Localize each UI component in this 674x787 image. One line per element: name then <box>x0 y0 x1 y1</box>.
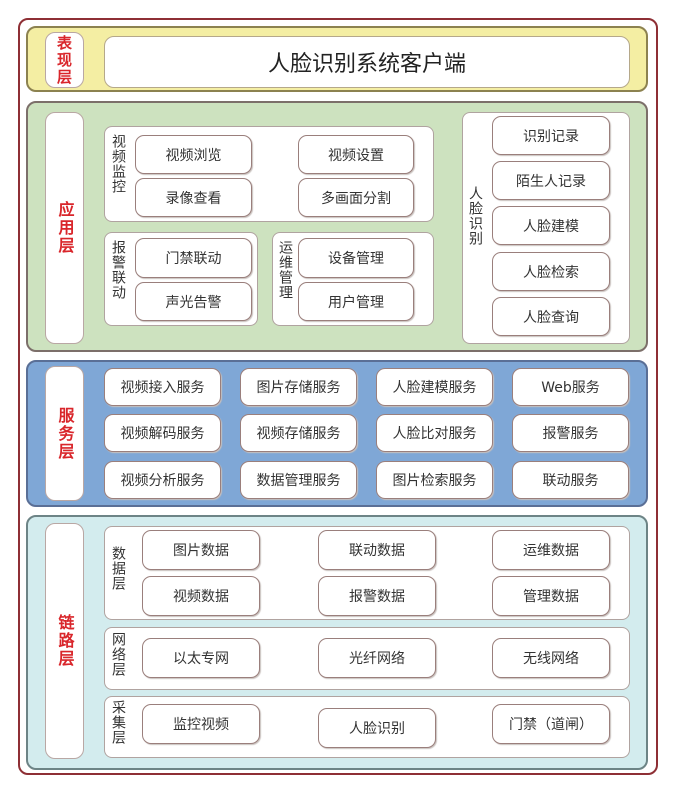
face-modeling-button[interactable]: 人脸建模 <box>492 206 610 245</box>
service-item-button[interactable]: 联动服务 <box>512 461 629 499</box>
data-item-button[interactable]: 运维数据 <box>492 530 610 570</box>
service-item-button[interactable]: 人脸建模服务 <box>376 368 493 406</box>
service-item-button[interactable]: 人脸比对服务 <box>376 414 493 452</box>
data-layer-label: 数据层 <box>110 546 126 591</box>
data-item-button[interactable]: 图片数据 <box>142 530 260 570</box>
application-layer-label: 应用层 <box>45 112 84 344</box>
data-item-button[interactable]: 管理数据 <box>492 576 610 616</box>
network-item-button[interactable]: 以太专网 <box>142 638 260 678</box>
service-layer-label: 服务层 <box>45 366 84 501</box>
service-item-button[interactable]: Web服务 <box>512 368 629 406</box>
multi-screen-split-button[interactable]: 多画面分割 <box>298 178 414 217</box>
presentation-layer-label: 表现层 <box>45 32 84 88</box>
service-item-button[interactable]: 视频存储服务 <box>240 414 357 452</box>
service-item-button[interactable]: 数据管理服务 <box>240 461 357 499</box>
face-recognition-label: 人脸识别 <box>467 186 483 246</box>
sound-light-alarm-button[interactable]: 声光告警 <box>135 282 252 321</box>
client-title: 人脸识别系统客户端 <box>104 36 630 88</box>
face-query-button[interactable]: 人脸查询 <box>492 297 610 336</box>
network-layer-label: 网络层 <box>110 632 126 677</box>
collection-item-button[interactable]: 监控视频 <box>142 704 260 744</box>
service-item-button[interactable]: 图片存储服务 <box>240 368 357 406</box>
video-settings-button[interactable]: 视频设置 <box>298 135 414 174</box>
video-monitoring-label: 视频监控 <box>110 134 126 194</box>
stranger-record-button[interactable]: 陌生人记录 <box>492 161 610 200</box>
service-item-button[interactable]: 视频接入服务 <box>104 368 221 406</box>
device-management-button[interactable]: 设备管理 <box>298 238 414 278</box>
data-item-button[interactable]: 视频数据 <box>142 576 260 616</box>
data-item-button[interactable]: 联动数据 <box>318 530 436 570</box>
service-item-button[interactable]: 视频分析服务 <box>104 461 221 499</box>
service-item-button[interactable]: 报警服务 <box>512 414 629 452</box>
service-item-button[interactable]: 视频解码服务 <box>104 414 221 452</box>
alarm-linkage-label: 报警联动 <box>110 240 126 300</box>
face-search-button[interactable]: 人脸检索 <box>492 252 610 291</box>
ops-management-label: 运维管理 <box>277 240 293 300</box>
collection-item-button[interactable]: 门禁（道闸） <box>492 704 610 744</box>
access-control-linkage-button[interactable]: 门禁联动 <box>135 238 252 278</box>
network-item-button[interactable]: 无线网络 <box>492 638 610 678</box>
collection-layer-label: 采集层 <box>110 700 126 745</box>
recognition-record-button[interactable]: 识别记录 <box>492 116 610 155</box>
video-browse-button[interactable]: 视频浏览 <box>135 135 252 174</box>
network-item-button[interactable]: 光纤网络 <box>318 638 436 678</box>
link-layer-label: 链路层 <box>45 523 84 759</box>
collection-item-button[interactable]: 人脸识别 <box>318 708 436 748</box>
recording-view-button[interactable]: 录像查看 <box>135 178 252 217</box>
data-item-button[interactable]: 报警数据 <box>318 576 436 616</box>
service-item-button[interactable]: 图片检索服务 <box>376 461 493 499</box>
user-management-button[interactable]: 用户管理 <box>298 282 414 321</box>
